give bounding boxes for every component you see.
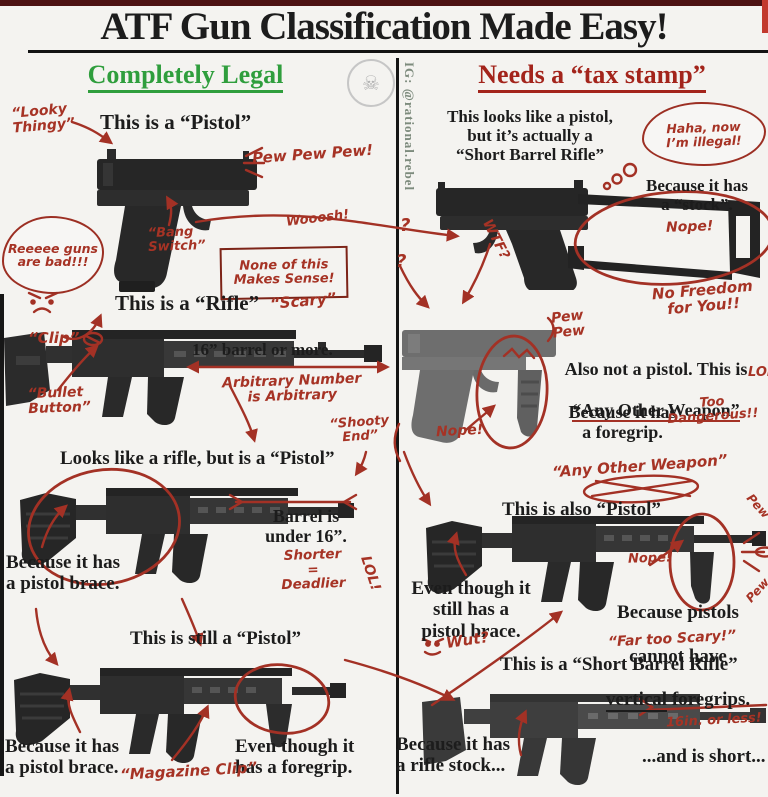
title-underline: [28, 50, 768, 53]
caption-also-pistol: This is also “Pistol”: [502, 478, 661, 521]
caption-aow-line1: Also not a pistol. This is: [564, 358, 748, 379]
header-left: Completely Legal: [58, 60, 313, 93]
skull-seal-icon: ☠: [347, 59, 395, 107]
caption-aow-line2: “Any Other Weapon”: [572, 400, 740, 423]
caption-vertical-word: vertical: [605, 689, 668, 713]
caption-also-pistol-struck: “Pistol”: [596, 499, 661, 521]
caption-aow: Also not a pistol. This is “Any Other We…: [545, 338, 767, 423]
note-bang-switch: “Bang Switch”: [147, 224, 206, 256]
note-wooosh: Wooosh!: [285, 207, 350, 230]
note-too-dangerous: Too Dangerous!!: [666, 394, 759, 428]
header-left-label: Completely Legal: [87, 60, 284, 93]
note-aow-label: “Any Other Weapon”: [551, 450, 729, 482]
left-edge-line: [0, 294, 4, 776]
caption-and-is-short: ...and is short...: [642, 746, 766, 767]
caption-because-vertical-line1: Because pistols: [617, 601, 739, 623]
caption-because-rifle-stock: Because it has a rifle stock...: [396, 734, 510, 777]
note-lol-right: LOL: [748, 365, 768, 380]
note-pew-pew-pew: Pew Pew Pew!: [251, 140, 374, 168]
note-haha-bubble: Haha, now I’m illegal!: [642, 102, 766, 166]
header-right-label: Needs a “tax stamp”: [478, 60, 706, 93]
note-arbitrary: Arbitrary Number is Arbitrary: [221, 370, 362, 406]
caption-because-brace-2: Because it has a pistol brace.: [5, 736, 119, 779]
note-no-freedom: No Freedom for You!!: [651, 276, 754, 319]
note-nope-foregrip: Nope!: [435, 421, 484, 441]
caption-16-barrel: 16” barrel or more.: [192, 340, 333, 359]
caption-pistol: This is a “Pistol”: [100, 110, 252, 134]
caption-barrel-under-16: Barrel is under 16”.: [265, 506, 347, 547]
caption-because-stock: Because it has a “stock”.: [646, 176, 748, 215]
caption-also-pistol-prefix: This is also: [502, 499, 597, 521]
corner-red-bar: [762, 0, 768, 33]
short-barrel-rifle-photo: [420, 676, 768, 788]
caption-still-pistol: This is still a “Pistol”: [130, 628, 302, 649]
note-question-2: ?: [396, 251, 407, 272]
caption-rifle: This is a “Rifle”: [115, 291, 260, 315]
note-wut: Wut?: [444, 628, 491, 652]
caption-foregrips-word: foregrips.: [667, 689, 751, 711]
note-scary: “Scary”: [269, 289, 337, 313]
note-shorter-deadlier: Shorter = Deadlier: [281, 546, 346, 594]
note-looky-thingy: “Looky Thingy”: [10, 100, 76, 137]
caption-because-brace-1: Because it has a pistol brace.: [6, 552, 120, 595]
note-haha-illegal: Haha, now I’m illegal!: [666, 118, 743, 150]
note-clip: “Clip”: [28, 329, 80, 347]
note-reeeee-bubble: Reeeee guns are bad!!!: [2, 216, 104, 294]
top-bar: [0, 0, 768, 6]
caption-because-foregrip: Because it has a foregrip.: [568, 402, 677, 443]
page-title: ATF Gun Classification Made Easy!: [100, 5, 668, 48]
note-bullet-button: “Bullet Button”: [27, 384, 92, 418]
caption-even-foregrip: Even though it has a foregrip.: [235, 736, 355, 779]
note-nonsense: None of this Makes Sense!: [233, 257, 335, 288]
caption-because-vertical-line2: cannot have: [629, 645, 727, 667]
note-question-1: ?: [400, 215, 411, 236]
note-shooty-end: “Shooty End”: [329, 412, 390, 446]
caption-looks-like-pistol: This looks like a pistol, but it’s actua…: [447, 107, 613, 165]
note-reeeee: Reeeee guns are bad!!!: [8, 240, 98, 269]
note-nope-vgrip: Nope!: [627, 550, 673, 567]
note-nope-stock: Nope!: [665, 218, 714, 236]
watermark-handle: IG: @rational.rebel: [402, 62, 417, 192]
pistol-photo: [95, 133, 263, 298]
header-right: Needs a “tax stamp”: [432, 60, 752, 93]
caption-sbr: This is a “Short Barrel Rifle”: [500, 654, 738, 675]
caption-looks-like-rifle: Looks like a rifle, but is a “Pistol”: [60, 448, 335, 469]
column-divider: [396, 58, 399, 794]
note-pew-pew-aow: Pew Pew: [550, 307, 586, 342]
